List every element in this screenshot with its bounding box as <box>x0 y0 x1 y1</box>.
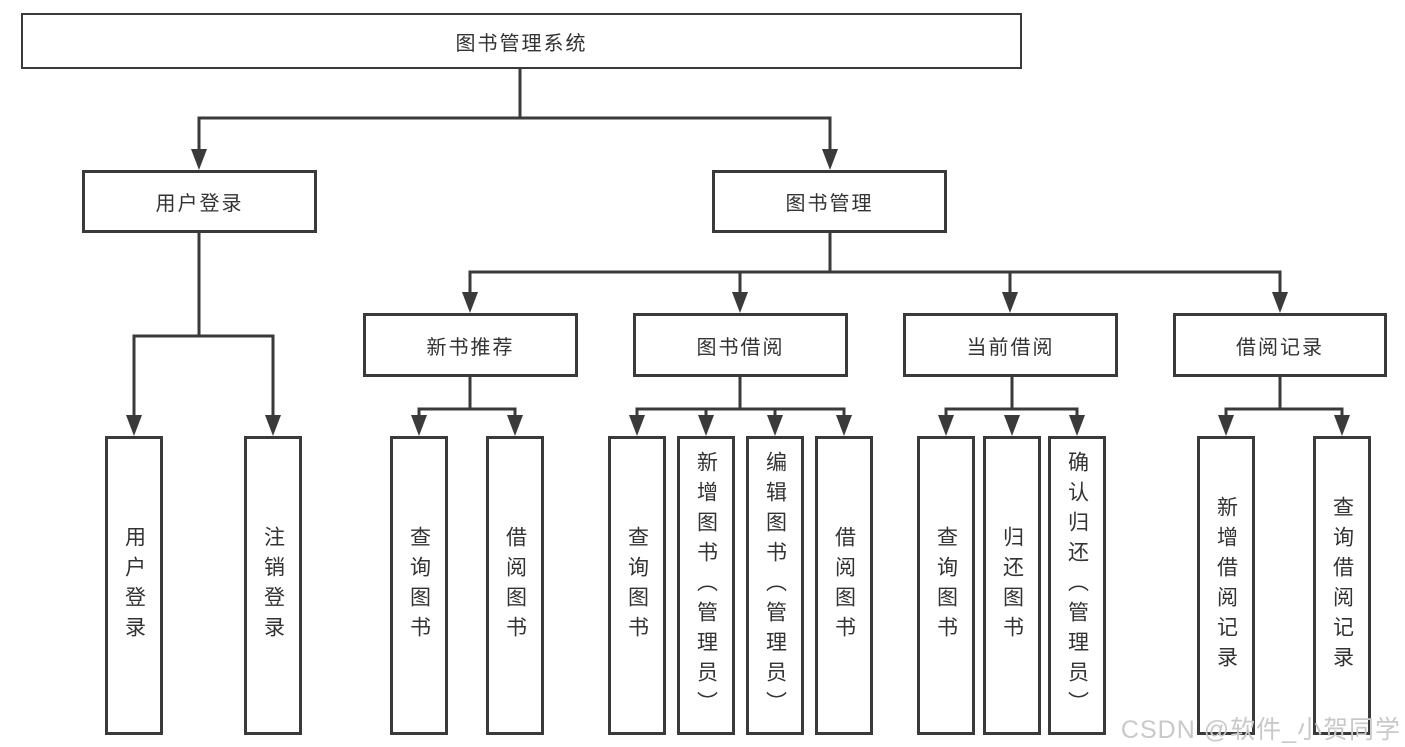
leaf-borrow-books-1: 借阅图书 <box>486 436 544 735</box>
node-new-book-recommend: 新书推荐 <box>363 313 578 377</box>
leaf-query-books-3-label: 查询图书 <box>934 525 958 646</box>
node-root: 图书管理系统 <box>21 13 1022 69</box>
leaf-borrow-books-2: 借阅图书 <box>815 436 873 735</box>
leaf-query-books-1-label: 查询图书 <box>407 525 431 646</box>
leaf-add-borrow-record: 新增借阅记录 <box>1197 436 1255 735</box>
leaf-user-login-label: 用户登录 <box>122 525 146 646</box>
leaf-borrow-books-1-label: 借阅图书 <box>503 525 527 646</box>
leaf-query-borrow-record: 查询借阅记录 <box>1313 436 1371 735</box>
leaf-borrow-books-2-label: 借阅图书 <box>832 525 856 646</box>
leaf-logout-login: 注销登录 <box>244 436 302 735</box>
watermark: CSDN @软件_小贺同学 <box>1120 716 1401 744</box>
leaf-query-books-3: 查询图书 <box>917 436 975 735</box>
node-root-label: 图书管理系统 <box>455 32 588 55</box>
node-book-borrowing-label: 图书借阅 <box>696 336 785 359</box>
leaf-confirm-return-admin: 确认归还（管理员） <box>1048 436 1106 735</box>
leaf-edit-books-admin-label: 编辑图书（管理员） <box>763 450 787 721</box>
node-borrowing-records: 借阅记录 <box>1173 313 1387 377</box>
leaf-query-books-1: 查询图书 <box>390 436 448 735</box>
leaf-confirm-return-admin-label: 确认归还（管理员） <box>1065 450 1089 721</box>
node-book-management-label: 图书管理 <box>785 193 874 215</box>
node-borrowing-records-label: 借阅记录 <box>1236 336 1324 359</box>
leaf-add-books-admin-label: 新增图书（管理员） <box>694 450 718 721</box>
leaf-user-login: 用户登录 <box>105 436 163 735</box>
leaf-return-books: 归还图书 <box>983 436 1041 735</box>
node-new-book-recommend-label: 新书推荐 <box>426 336 515 359</box>
leaf-logout-login-label: 注销登录 <box>261 525 285 646</box>
leaf-add-books-admin: 新增图书（管理员） <box>677 436 735 735</box>
leaf-query-books-2-label: 查询图书 <box>625 525 649 646</box>
leaf-return-books-label: 归还图书 <box>1000 525 1024 646</box>
node-book-management: 图书管理 <box>712 170 947 233</box>
node-current-borrowing: 当前借阅 <box>903 313 1118 377</box>
leaf-query-borrow-record-label: 查询借阅记录 <box>1330 495 1354 676</box>
node-current-borrowing-label: 当前借阅 <box>966 336 1055 359</box>
leaf-add-borrow-record-label: 新增借阅记录 <box>1214 495 1238 676</box>
leaf-edit-books-admin: 编辑图书（管理员） <box>746 436 804 735</box>
node-user-login-label: 用户登录 <box>155 193 244 215</box>
leaf-query-books-2: 查询图书 <box>608 436 666 735</box>
node-user-login: 用户登录 <box>82 170 317 233</box>
node-book-borrowing: 图书借阅 <box>633 313 848 377</box>
